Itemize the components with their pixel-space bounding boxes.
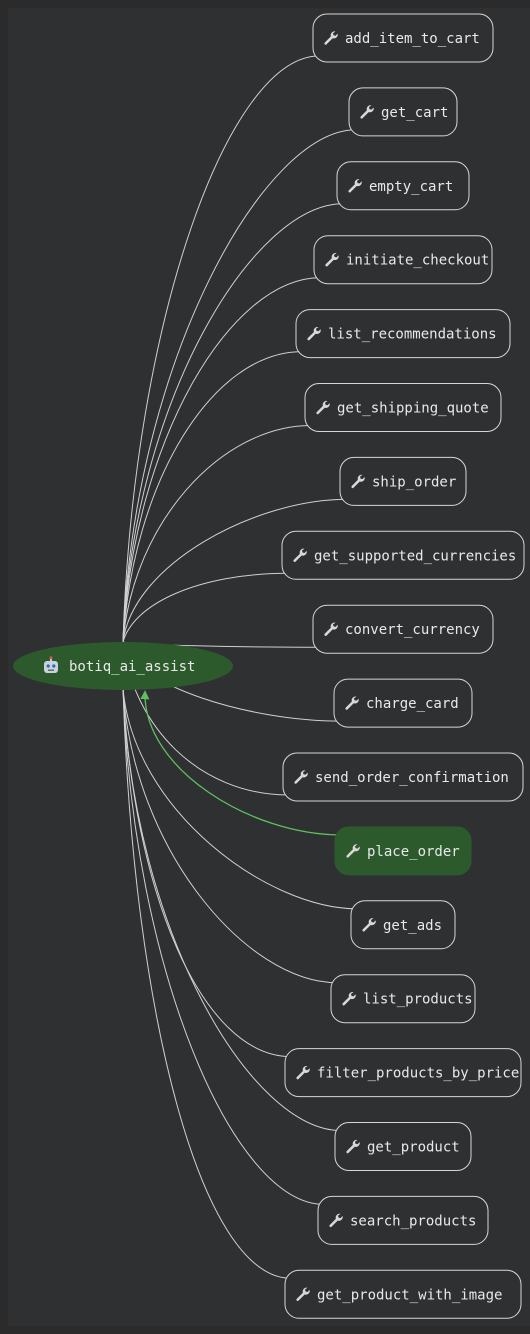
tool-node-label: send_order_confirmation bbox=[315, 770, 509, 786]
tool-node-get-supported-currencies[interactable]: get_supported_currencies bbox=[281, 530, 525, 580]
tool-nodes: add_item_to_cart get_cart empty_cartinitia… bbox=[281, 13, 525, 1319]
wrench-icon bbox=[345, 696, 359, 710]
tool-node-label: list_products bbox=[363, 992, 473, 1008]
tool-node-empty-cart[interactable]: empty_cart bbox=[336, 161, 470, 211]
wrench-icon bbox=[346, 1139, 360, 1154]
tool-node-add-item-to-cart[interactable]: add_item_to_cart bbox=[312, 13, 494, 63]
tool-node-box bbox=[312, 604, 494, 654]
tool-node-ship-order[interactable]: ship_order bbox=[339, 456, 467, 506]
tool-node-filter-products-by-price[interactable]: filter_products_by_price bbox=[284, 1048, 522, 1098]
tool-node-box bbox=[313, 235, 493, 285]
tool-node-box bbox=[295, 309, 511, 359]
tool-node-place-order[interactable]: place_order bbox=[334, 826, 472, 876]
tool-node-box bbox=[281, 530, 525, 580]
wrench-icon bbox=[324, 622, 338, 636]
wrench-icon bbox=[296, 1287, 310, 1302]
tool-node-list-recommendations[interactable]: list_recommendations bbox=[295, 309, 511, 359]
tool-node-box bbox=[339, 456, 467, 506]
edge-get-product bbox=[122, 687, 342, 1131]
robot-icon bbox=[44, 656, 58, 673]
wrench-icon bbox=[294, 770, 308, 784]
tool-node-box bbox=[312, 13, 494, 63]
edge-list-products bbox=[122, 687, 338, 984]
tool-node-box bbox=[304, 383, 502, 432]
tool-node-label: convert_currency bbox=[345, 622, 480, 638]
agent-node-label: botiq_ai_assist bbox=[69, 659, 195, 675]
agent-node[interactable]: botiq_ai_assist bbox=[13, 642, 233, 690]
edge-search-products bbox=[122, 687, 325, 1205]
tool-node-charge-card[interactable]: charge_card bbox=[333, 678, 473, 728]
tool-node-box bbox=[284, 1269, 522, 1319]
wrench-icon bbox=[346, 844, 360, 858]
edge-get-shipping-quote bbox=[122, 425, 312, 643]
tool-node-get-ads[interactable]: get_ads bbox=[350, 900, 456, 950]
edge-add-item-to-cart bbox=[122, 55, 320, 643]
tool-node-box bbox=[284, 1048, 522, 1098]
tool-node-search-products[interactable]: search_products bbox=[317, 1195, 489, 1245]
tool-node-label: empty_cart bbox=[369, 179, 453, 195]
tool-node-box bbox=[348, 87, 458, 137]
wrench-icon bbox=[325, 253, 339, 267]
tool-node-label: place_order bbox=[367, 844, 460, 860]
edge-get-ads bbox=[122, 687, 358, 910]
edge-place-order bbox=[140, 690, 342, 836]
tool-node-get-cart[interactable]: get_cart bbox=[348, 87, 458, 137]
tool-node-label: get_cart bbox=[381, 105, 448, 121]
tool-node-label: list_recommendations bbox=[328, 327, 497, 343]
tool-node-box bbox=[282, 752, 524, 802]
edge-list-recommendations bbox=[122, 351, 303, 643]
wrench-icon bbox=[316, 400, 330, 415]
agent-node-shape bbox=[13, 642, 233, 690]
tool-node-get-product-with-image[interactable]: get_product_with_image bbox=[284, 1269, 522, 1319]
tool-node-label: get_shipping_quote bbox=[337, 401, 489, 417]
tool-node-box bbox=[336, 161, 470, 211]
edge-ship-order bbox=[122, 498, 347, 643]
edge-empty-cart bbox=[122, 203, 344, 643]
wrench-icon bbox=[329, 1213, 343, 1228]
edge-get-cart bbox=[122, 129, 356, 643]
tool-node-box bbox=[334, 826, 472, 876]
tool-node-label: filter_products_by_price bbox=[317, 1066, 519, 1082]
tool-node-convert-currency[interactable]: convert_currency bbox=[312, 604, 494, 654]
wrench-icon bbox=[324, 31, 338, 45]
wrench-icon bbox=[293, 548, 307, 563]
tool-node-label: get_ads bbox=[383, 918, 442, 934]
wrench-icon bbox=[362, 918, 376, 932]
wrench-icon bbox=[360, 105, 374, 119]
wrench-icon bbox=[348, 179, 362, 193]
edge-filter-products-by-price bbox=[122, 687, 292, 1058]
wrench-icon bbox=[351, 474, 365, 489]
tool-node-get-shipping-quote[interactable]: get_shipping_quote bbox=[304, 383, 502, 432]
tool-node-box bbox=[333, 678, 473, 728]
wrench-icon bbox=[307, 326, 321, 341]
tool-node-label: get_product_with_image bbox=[317, 1287, 502, 1303]
edge-get-supported-currencies bbox=[122, 572, 289, 643]
tool-node-label: initiate_checkout bbox=[346, 253, 489, 269]
tool-node-box bbox=[334, 1122, 472, 1171]
tool-node-label: get_supported_currencies bbox=[314, 548, 516, 564]
tool-node-label: charge_card bbox=[366, 696, 459, 712]
tool-node-label: search_products bbox=[350, 1213, 476, 1229]
wrench-icon bbox=[342, 992, 356, 1006]
tool-node-box bbox=[317, 1195, 489, 1245]
tool-node-send-order-confirmation[interactable]: send_order_confirmation bbox=[282, 752, 524, 802]
wrench-icon bbox=[296, 1065, 310, 1080]
tool-node-list-products[interactable]: list_products bbox=[330, 974, 476, 1024]
tool-node-box bbox=[330, 974, 476, 1024]
tool-node-label: add_item_to_cart bbox=[345, 31, 480, 47]
tool-node-initiate-checkout[interactable]: initiate_checkout bbox=[313, 235, 493, 285]
edge-initiate-checkout bbox=[122, 277, 321, 643]
tool-node-label: ship_order bbox=[372, 474, 456, 490]
tool-node-label: get_product bbox=[367, 1140, 460, 1156]
edge-get-product-with-image bbox=[122, 687, 292, 1279]
tool-node-box bbox=[350, 900, 456, 950]
tool-node-get-product[interactable]: get_product bbox=[334, 1122, 472, 1171]
